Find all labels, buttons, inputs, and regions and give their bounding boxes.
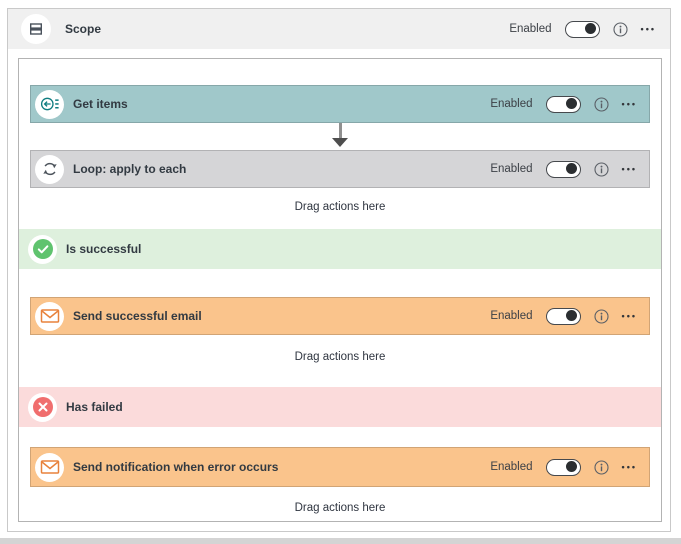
- scope-header[interactable]: Scope Enabled •••: [8, 9, 670, 49]
- action-send-success-email[interactable]: Send successful email Enabled •••: [30, 297, 650, 335]
- info-icon[interactable]: [593, 308, 609, 324]
- drop-zone[interactable]: Drag actions here: [294, 351, 386, 363]
- more-options-icon[interactable]: •••: [621, 163, 637, 174]
- branch-label: Is successful: [66, 242, 142, 256]
- action-controls: Enabled •••: [490, 458, 637, 476]
- action-label: Send successful email: [73, 309, 202, 323]
- enabled-label: Enabled: [490, 98, 533, 110]
- action-label: Loop: apply to each: [73, 162, 187, 176]
- action-controls: Enabled •••: [490, 160, 637, 178]
- email-icon: [35, 301, 64, 331]
- info-icon[interactable]: [593, 459, 609, 475]
- connector-arrow: [19, 123, 661, 150]
- enabled-label: Enabled: [490, 461, 533, 473]
- action-controls: Enabled •••: [490, 95, 637, 113]
- drop-zone[interactable]: Drag actions here: [294, 201, 386, 213]
- fail-x-icon: [28, 392, 57, 422]
- toggle-knob: [566, 98, 578, 109]
- arrow-down-icon: [332, 138, 348, 147]
- action-label: Get items: [73, 97, 128, 111]
- scope-card: Scope Enabled •••: [7, 8, 671, 532]
- more-options-icon[interactable]: •••: [621, 461, 637, 472]
- action-label: Send notification when error occurs: [73, 460, 279, 474]
- branch-has-failed[interactable]: Has failed: [19, 387, 661, 427]
- scope-enabled-toggle[interactable]: [564, 20, 600, 38]
- email-icon: [35, 452, 64, 482]
- scope-icon: [21, 14, 51, 44]
- info-icon[interactable]: [593, 96, 609, 112]
- arrow-stem: [338, 123, 342, 138]
- branch-label: Has failed: [66, 400, 123, 414]
- more-options-icon[interactable]: •••: [621, 310, 637, 321]
- enabled-label: Enabled: [509, 23, 552, 35]
- send-error-enabled-toggle[interactable]: [545, 458, 581, 476]
- send-success-enabled-toggle[interactable]: [545, 307, 581, 325]
- more-options-icon[interactable]: •••: [621, 98, 637, 109]
- action-send-error-notification[interactable]: Send notification when error occurs Enab…: [30, 447, 650, 487]
- drop-zone[interactable]: Drag actions here: [294, 502, 386, 514]
- loop-enabled-toggle[interactable]: [545, 160, 581, 178]
- enabled-label: Enabled: [490, 163, 533, 175]
- loop-icon: [35, 154, 64, 184]
- info-icon[interactable]: [593, 161, 609, 177]
- scope-controls: Enabled •••: [509, 20, 656, 38]
- toggle-knob: [566, 461, 578, 472]
- branch-is-successful[interactable]: Is successful: [19, 229, 661, 269]
- window-edge: [0, 538, 681, 544]
- more-options-icon[interactable]: •••: [640, 23, 656, 34]
- scope-title: Scope: [65, 22, 102, 36]
- action-loop[interactable]: Loop: apply to each Enabled •••: [30, 150, 650, 188]
- toggle-knob: [566, 310, 578, 321]
- action-controls: Enabled •••: [490, 307, 637, 325]
- get-items-enabled-toggle[interactable]: [545, 95, 581, 113]
- action-get-items[interactable]: Get items Enabled •••: [30, 85, 650, 123]
- toggle-knob: [566, 163, 578, 174]
- info-icon[interactable]: [612, 21, 628, 37]
- get-items-icon: [35, 89, 64, 119]
- toggle-knob: [585, 23, 597, 34]
- success-check-icon: [28, 234, 57, 264]
- enabled-label: Enabled: [490, 310, 533, 322]
- scope-body: Get items Enabled •••: [18, 58, 662, 522]
